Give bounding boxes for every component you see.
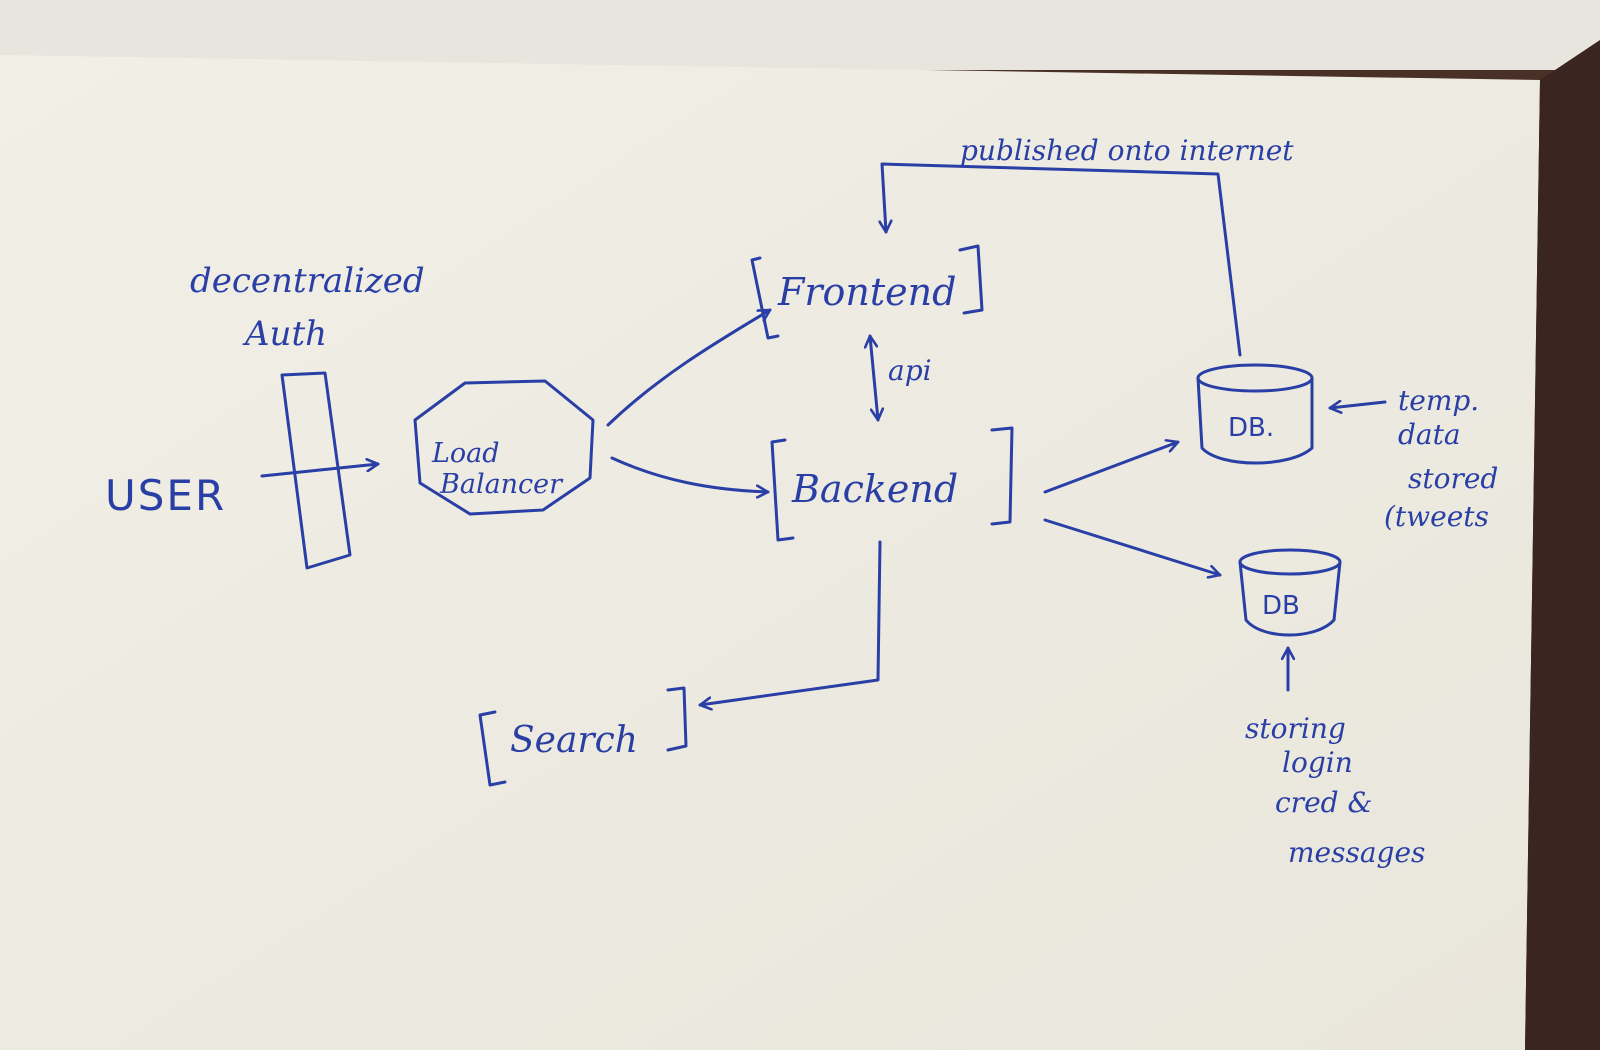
login-note-line-2: login [1282, 746, 1353, 779]
lb-to-backend-arrow [610, 456, 770, 492]
temp-db-label: DB. [1228, 413, 1274, 443]
login-db-cylinder [1238, 548, 1342, 637]
backend-right-bracket [990, 426, 1014, 526]
backend-to-search-arrow [698, 540, 882, 705]
lb-to-frontend-arrow [606, 308, 772, 427]
user-label: USER [105, 471, 226, 520]
login-db-label: DB [1262, 591, 1300, 621]
backend-to-temp-db-arrow [1043, 442, 1180, 494]
temp-note-line-4: (tweets [1384, 500, 1489, 533]
api-double-arrow [870, 334, 878, 422]
backend-label: Backend [791, 467, 958, 511]
temp-note-line-3: stored [1408, 462, 1498, 495]
temp-note-line-1: temp. [1398, 384, 1479, 417]
page-right-edge [1525, 40, 1600, 1050]
api-label: api [888, 354, 932, 387]
search-right-bracket [666, 686, 688, 752]
login-note-line-4: messages [1288, 836, 1425, 869]
temp-note-arrow [1328, 402, 1387, 408]
load-balancer-shape [413, 379, 595, 516]
search-label: Search [510, 720, 638, 761]
page-top-edge [0, 0, 1600, 70]
login-note-line-1: storing [1245, 712, 1346, 745]
backend-left-bracket [770, 438, 795, 542]
frontend-right-bracket [958, 244, 984, 315]
auth-gate-box [280, 371, 352, 570]
auth-label-top: decentralized [190, 261, 425, 301]
temp-note-line-2: data [1398, 418, 1461, 451]
search-left-bracket [478, 710, 507, 787]
load-balancer-label-1: Load [431, 438, 500, 469]
db-to-frontend-publish-arrow [882, 162, 1242, 357]
load-balancer-label-2: Balancer [439, 469, 564, 500]
frontend-left-bracket [750, 256, 780, 340]
login-note-line-3: cred & [1275, 786, 1372, 819]
auth-label-bottom: Auth [242, 314, 327, 354]
temp-db-cylinder [1196, 363, 1314, 465]
user-to-lb-arrow [260, 464, 380, 478]
publish-label: published onto internet [960, 134, 1294, 167]
notebook-page [0, 55, 1540, 1050]
frontend-label: Frontend [777, 270, 956, 314]
backend-to-login-db-arrow [1043, 518, 1222, 575]
